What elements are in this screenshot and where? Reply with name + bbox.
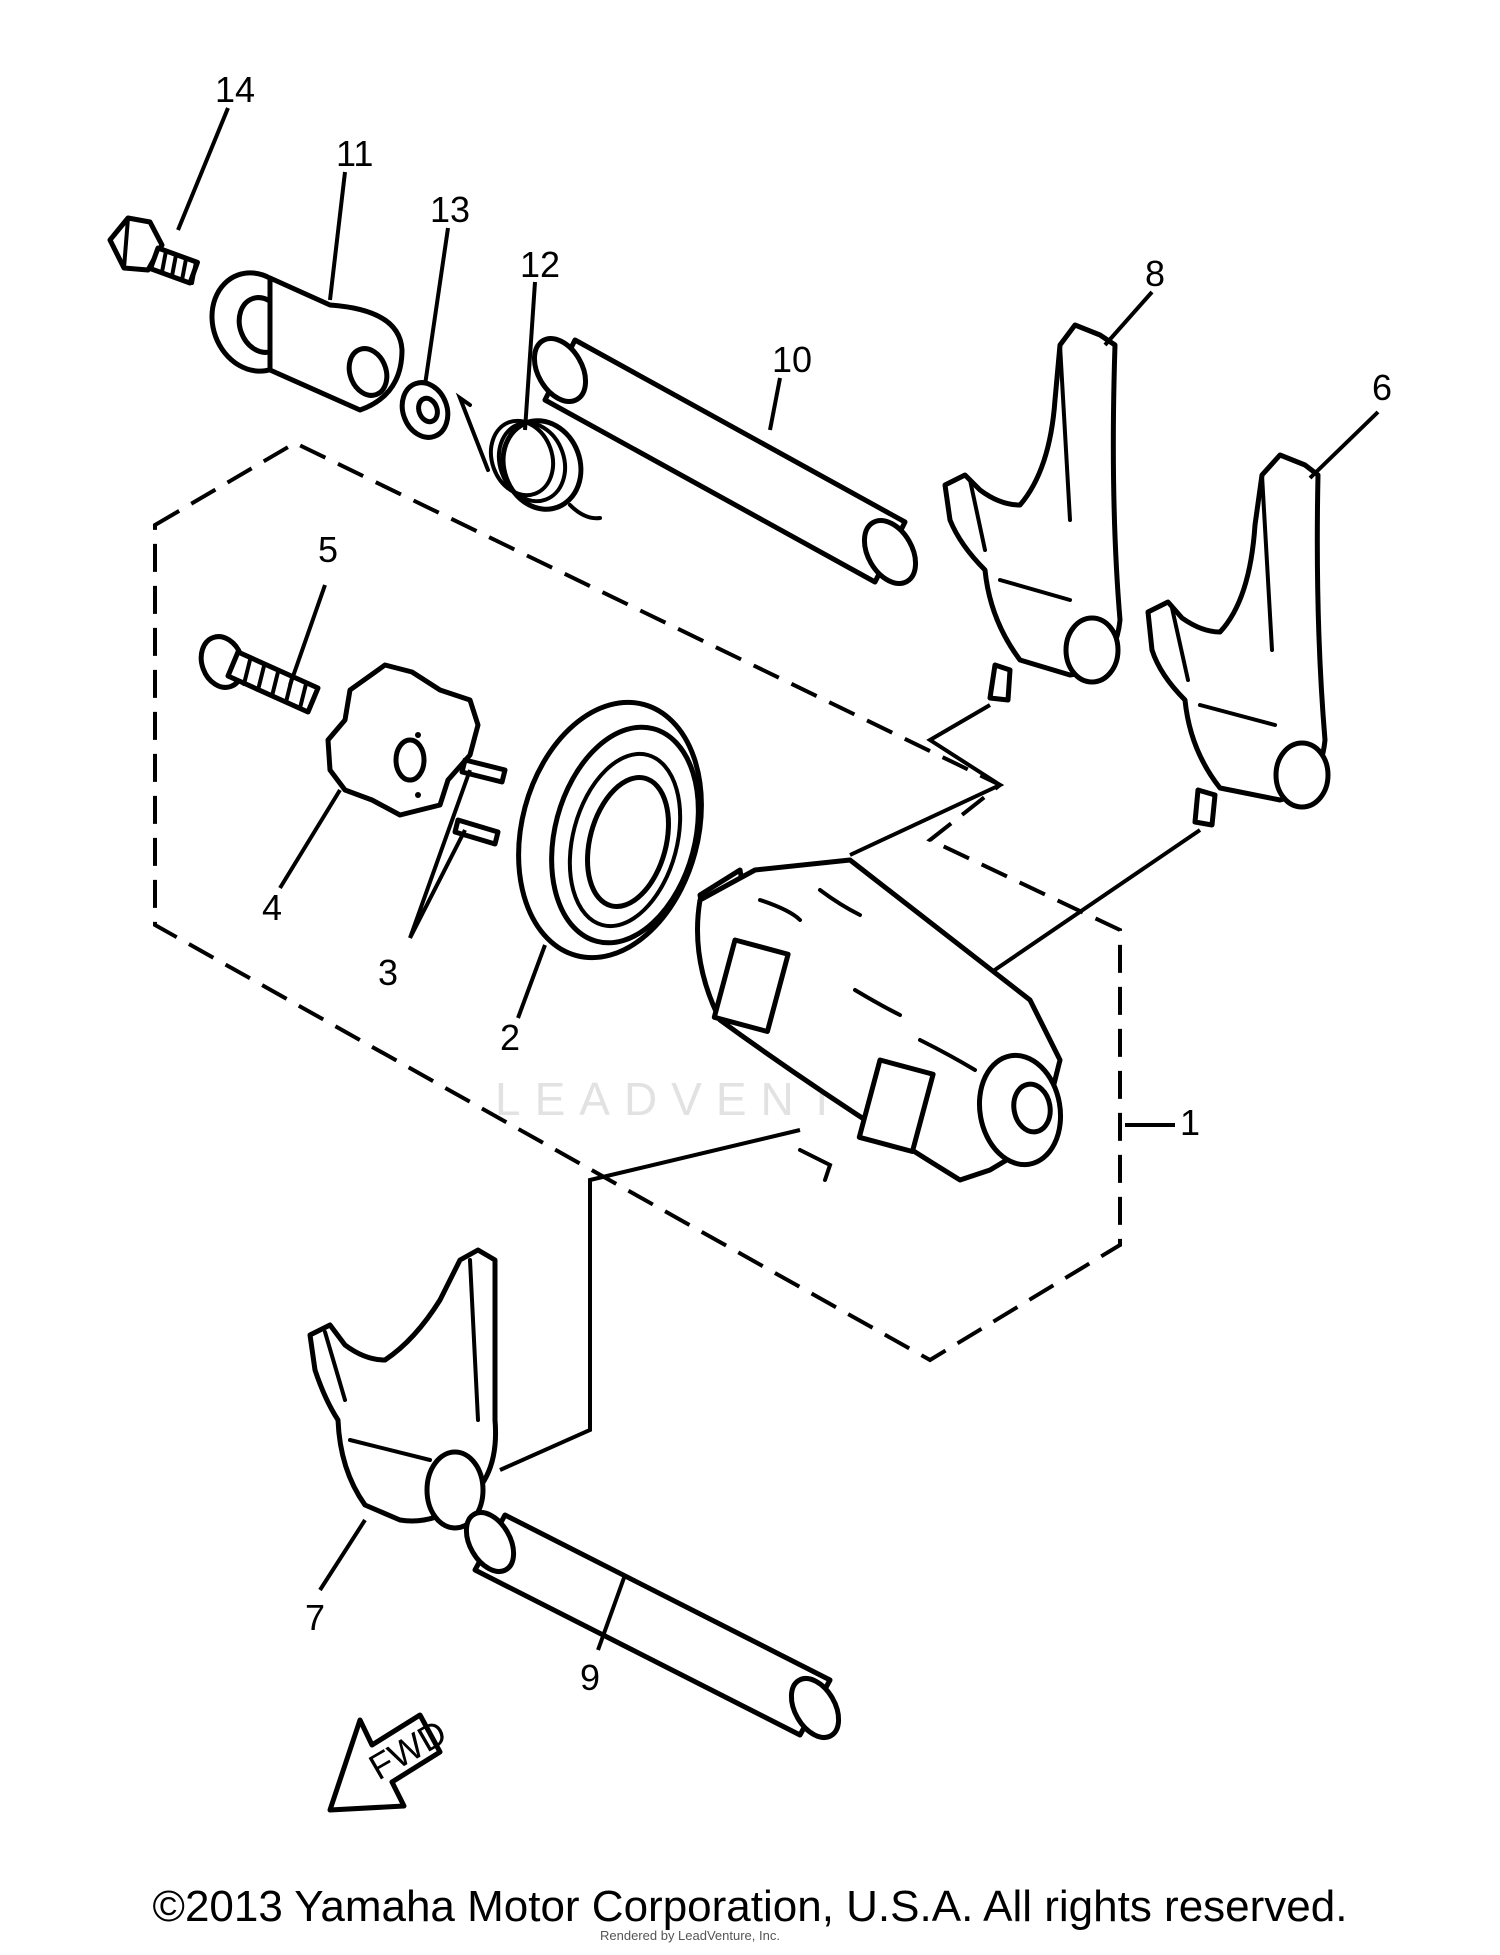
fork-7-leader <box>499 1128 801 1472</box>
callout-leaders <box>176 107 1380 1651</box>
callout-4: 4 <box>262 887 282 928</box>
callout-1: 1 <box>1180 1102 1200 1143</box>
bolt-part-14 <box>107 215 200 286</box>
callout-12: 12 <box>520 244 560 285</box>
callout-10: 10 <box>772 339 812 380</box>
fork-8-leader <box>849 703 1005 857</box>
callout-7: 7 <box>305 1597 325 1638</box>
fork-6-leader <box>978 828 1202 982</box>
callout-14: 14 <box>215 69 255 110</box>
callout-11: 11 <box>336 133 373 174</box>
callout-5: 5 <box>318 529 338 570</box>
callout-8: 8 <box>1145 253 1165 294</box>
bearing-part-2 <box>516 699 704 961</box>
shift-fork-part-6 <box>1145 452 1331 828</box>
shift-arm-part-11 <box>209 270 405 413</box>
segment-part-4 <box>325 662 481 818</box>
callout-6: 6 <box>1372 367 1392 408</box>
shift-fork-part-7 <box>307 1247 499 1531</box>
shift-fork-part-8 <box>942 322 1123 703</box>
pins-part-3 <box>452 757 508 847</box>
callout-9: 9 <box>580 1657 600 1698</box>
shaft-part-9 <box>463 1510 842 1740</box>
rendered-by-note: Rendered by LeadVenture, Inc. <box>600 1928 780 1943</box>
screw-part-5 <box>198 634 321 715</box>
callout-3: 3 <box>378 952 398 993</box>
shaft-part-10 <box>531 336 919 586</box>
callout-2: 2 <box>500 1017 520 1058</box>
assembly-boundary <box>153 440 1122 1363</box>
washer-part-13 <box>399 380 451 440</box>
shift-drum-part-1 <box>695 857 1064 1183</box>
spring-part-12 <box>455 392 602 521</box>
fwd-arrow-icon: FWD <box>327 1711 453 1813</box>
copyright-notice: ©2013 Yamaha Motor Corporation, U.S.A. A… <box>152 1882 1348 1931</box>
callout-13: 13 <box>430 189 470 230</box>
